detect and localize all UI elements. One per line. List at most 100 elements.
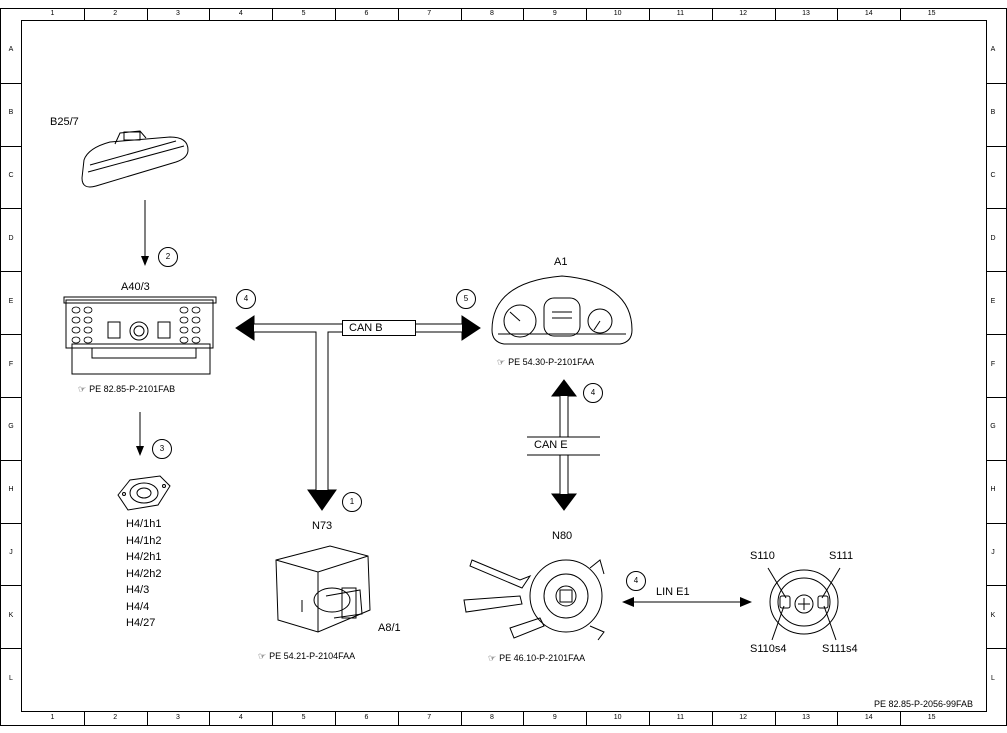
column-label: 15 [927, 10, 936, 17]
h4-speaker-drawing [117, 475, 171, 511]
n73-label: N73 [312, 520, 333, 532]
radio-button [191, 316, 201, 324]
radio-button [179, 306, 189, 314]
n80-reference-text: PE 46.10-P-2101FAA [499, 653, 586, 663]
pointing-hand-icon: ☞ [78, 384, 87, 394]
row-label: L [9, 674, 13, 682]
column-label: 12 [739, 714, 748, 721]
column-label: 8 [490, 10, 494, 17]
column-label: 10 [613, 10, 622, 17]
radio-button [71, 316, 81, 324]
connection-number-4: 4 [236, 289, 256, 309]
row-label: F [990, 360, 996, 368]
row-label: G [990, 423, 996, 431]
n73-reference-text: PE 54.21-P-2104FAA [269, 651, 356, 661]
h4-item: H4/1h2 [126, 534, 162, 547]
h4-item: H4/1h1 [126, 518, 162, 530]
can-e-label: CAN E [534, 439, 568, 451]
column-label: 5 [301, 714, 306, 721]
radio-button [191, 306, 201, 314]
row-label: L [991, 674, 995, 682]
h4-item: H4/27 [126, 617, 156, 629]
radio-button [83, 336, 93, 344]
pointing-hand-icon: ☞ [488, 653, 497, 663]
column-label: 15 [927, 714, 936, 721]
row-label: B [990, 109, 996, 117]
column-label: 6 [364, 10, 369, 17]
can-b-bus-fill [236, 316, 480, 510]
radio-button [83, 326, 93, 334]
a40-3-head-unit-drawing [63, 296, 217, 375]
column-label: 11 [676, 10, 685, 17]
a40-3-label: A40/3 [121, 281, 150, 293]
row-label: G [8, 423, 14, 431]
row-label: J [9, 548, 13, 556]
row-label: H [990, 486, 996, 494]
column-label: 14 [864, 714, 873, 721]
a8-1-label: A8/1 [378, 622, 401, 634]
can-b-label: CAN B [342, 320, 416, 336]
grid-ticks [0, 8, 1006, 725]
connection-number-5: 5 [456, 289, 476, 309]
n80-label: N80 [552, 530, 573, 542]
column-label: 1 [50, 10, 55, 17]
row-label: H [8, 486, 14, 494]
connection-number-2: 2 [158, 247, 178, 267]
column-label: 10 [613, 714, 622, 721]
b25-7-label: B25/7 [50, 116, 79, 128]
column-label: 8 [490, 714, 494, 721]
document-reference: PE 82.85-P-2056-99FAB [874, 699, 974, 709]
row-label: B [8, 109, 14, 117]
h4-item: H4/2h1 [126, 551, 162, 563]
a40-3-reference[interactable]: ☞PE 82.85-P-2101FAB [78, 384, 175, 394]
b25-7-mirror-drawing [81, 130, 189, 188]
s110-label: S110 [750, 550, 775, 562]
row-label: E [990, 297, 996, 305]
n80-reference[interactable]: ☞PE 46.10-P-2101FAA [488, 653, 585, 663]
radio-button [71, 306, 81, 314]
row-label: A [8, 46, 14, 54]
row-label: J [991, 548, 995, 556]
h4-speaker-list: H4/1h1 H4/1h2 H4/2h1 H4/2h2 H4/3 H4/4 H4… [126, 516, 161, 632]
connection-number-4: 4 [626, 571, 646, 591]
radio-button [179, 326, 189, 334]
h4-item: H4/3 [126, 584, 150, 596]
pointing-hand-icon: ☞ [497, 357, 506, 367]
column-label: 2 [113, 10, 118, 17]
row-label: C [8, 172, 14, 180]
steering-wheel-drawing [767, 567, 841, 641]
radio-button [71, 336, 81, 344]
column-label: 5 [301, 10, 306, 17]
a1-instrument-cluster-drawing [491, 275, 633, 345]
lin-e1-label: LIN E1 [656, 586, 690, 598]
a1-reference-text: PE 54.30-P-2101FAA [508, 357, 595, 367]
h4-item: H4/4 [126, 600, 150, 613]
s111s4-label: S111s4 [822, 643, 858, 655]
radio-button [83, 316, 93, 324]
radio-button [71, 326, 81, 334]
radio-button [191, 336, 201, 344]
n73-reference[interactable]: ☞PE 54.21-P-2104FAA [258, 651, 355, 661]
column-label: 3 [176, 10, 180, 17]
s111-label: S111 [829, 550, 854, 562]
row-label: F [8, 360, 14, 368]
row-label: D [990, 234, 996, 242]
column-label: 1 [50, 714, 55, 721]
a1-label: A1 [554, 256, 568, 268]
column-label: 2 [113, 714, 118, 721]
column-label: 4 [238, 714, 243, 721]
column-label: 9 [552, 10, 557, 17]
radio-button [191, 326, 201, 334]
a1-reference[interactable]: ☞PE 54.30-P-2101FAA [497, 357, 594, 367]
a40-3-buttons [71, 306, 201, 344]
row-label: K [8, 611, 14, 619]
column-label: 7 [427, 10, 432, 17]
column-label: 12 [739, 10, 748, 17]
pointing-hand-icon: ☞ [258, 651, 267, 661]
radio-button [179, 316, 189, 324]
connection-number-3: 3 [152, 439, 172, 459]
can-b-bus [235, 315, 481, 511]
column-label: 3 [176, 714, 180, 721]
a40-3-reference-text: PE 82.85-P-2101FAB [89, 384, 176, 394]
